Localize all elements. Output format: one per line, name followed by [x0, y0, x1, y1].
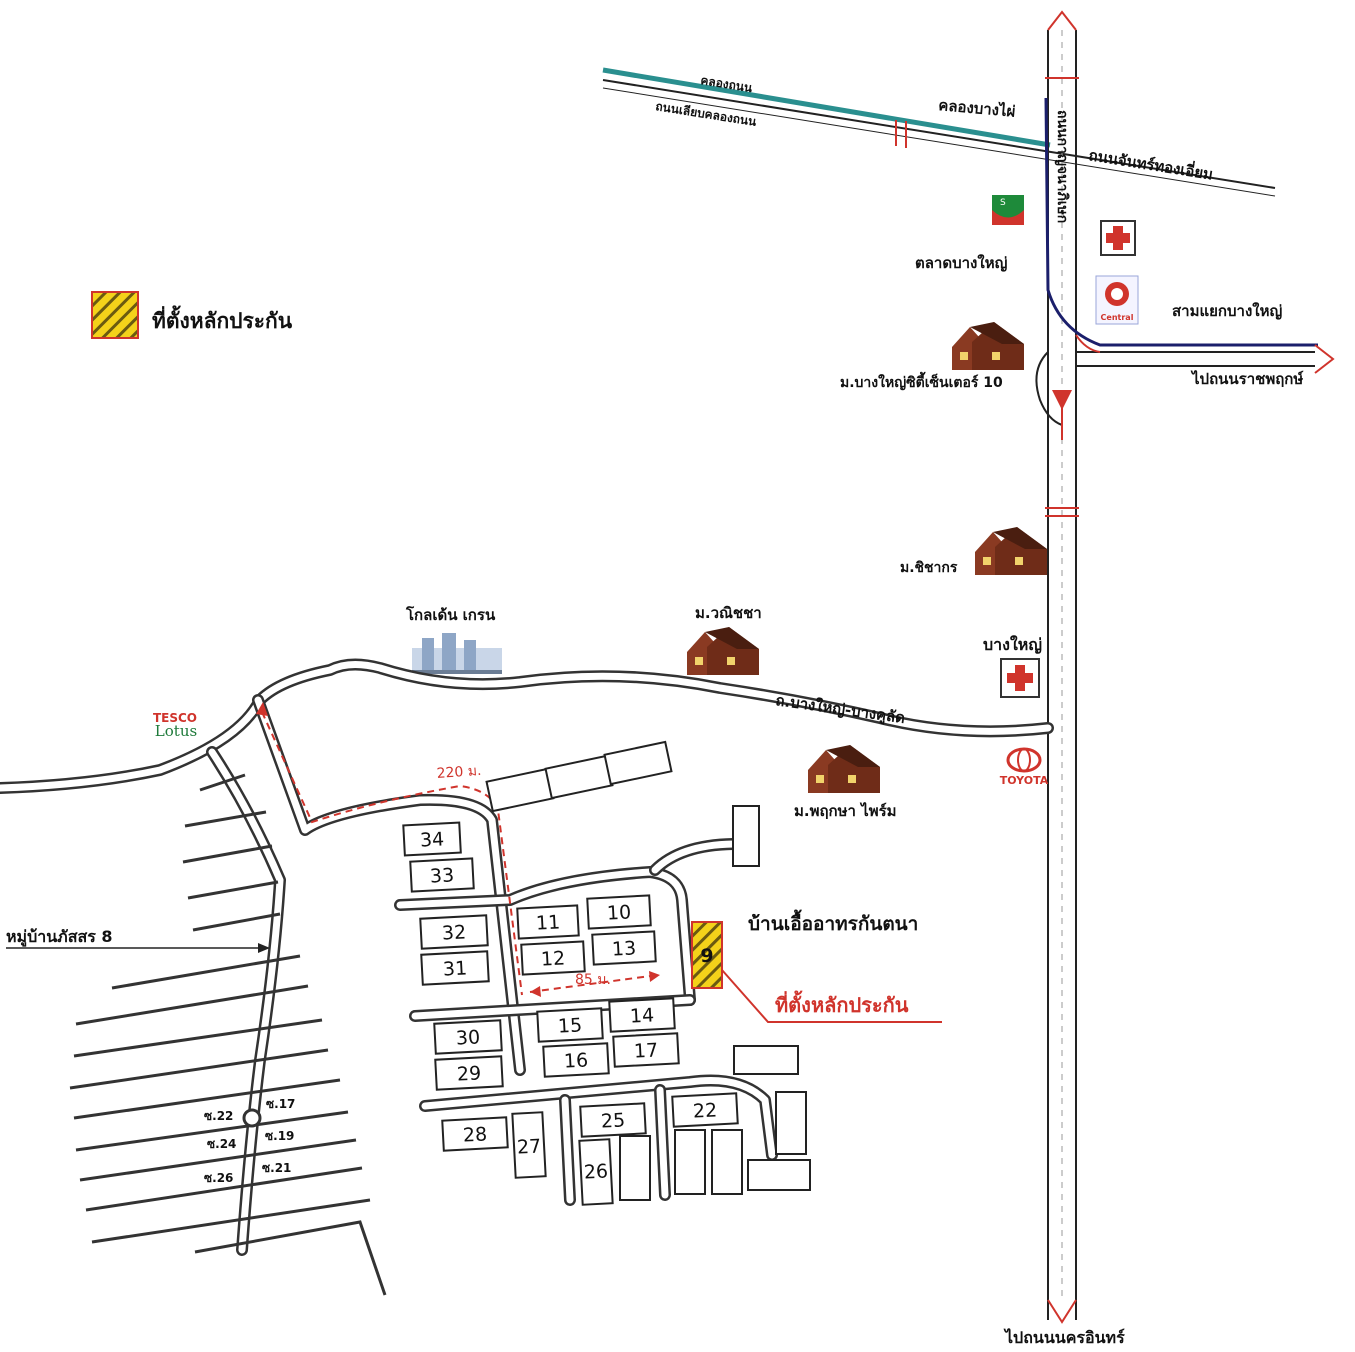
- svg-text:14: 14: [629, 1004, 654, 1027]
- svg-text:15: 15: [557, 1014, 582, 1037]
- bangyai-label: บางใหญ่: [983, 635, 1042, 655]
- legend: ที่ตั้งหลักประกัน: [91, 291, 293, 339]
- lot-16: 16: [542, 1042, 610, 1078]
- collateral-pointer: [721, 969, 942, 1023]
- lot-34: 34: [402, 821, 462, 857]
- village-chicha-label: ม.ชิชากร: [900, 560, 958, 576]
- svg-text:26: 26: [583, 1160, 608, 1183]
- house-icon: [687, 627, 759, 675]
- lot-26: 26: [578, 1138, 614, 1206]
- lot-9-collateral: 9: [691, 921, 723, 989]
- village-wanicha-label: ม.วณิชชา: [695, 604, 762, 622]
- road-chan-label: ถนนจันทร์ทองเอี่ยม: [1087, 144, 1214, 183]
- canal: [602, 67, 1276, 197]
- road-kanchana-label: ถนนกาญจนาภิเษก: [1054, 110, 1070, 223]
- svg-text:9: 9: [700, 945, 713, 967]
- road-bangyai-bangkulad: [0, 658, 1054, 794]
- toyota-text: TOYOTA: [1000, 774, 1049, 787]
- lot-10: 10: [586, 894, 652, 930]
- to-ratchaphruek-label: ไปถนนราชพฤกษ์: [1190, 369, 1304, 388]
- lot-14: 14: [608, 997, 676, 1033]
- svg-text:28: 28: [462, 1123, 487, 1146]
- svg-text:25: 25: [600, 1109, 625, 1132]
- dist-220-label: 220 ม.: [436, 763, 482, 782]
- unlabeled-blocks: [485, 740, 811, 1201]
- svg-text:S: S: [1000, 198, 1006, 208]
- major-route-line: [1044, 97, 1318, 347]
- lot-11: 11: [516, 904, 580, 940]
- svg-text:27: 27: [516, 1135, 541, 1158]
- village-pruksa-label: ม.พฤกษา ไพร์ม: [794, 801, 897, 820]
- svg-text:30: 30: [455, 1026, 480, 1049]
- collateral-label: ที่ตั้งหลักประกัน: [775, 990, 909, 1017]
- canal-road-label: ถนนเลียบคลองถนน: [655, 99, 759, 129]
- svg-text:11: 11: [535, 911, 560, 934]
- soi-26: ซ.26: [204, 1171, 233, 1185]
- canal-name-label: คลองบางไผ่: [938, 95, 1017, 121]
- distance-path-220: [256, 702, 523, 996]
- svg-text:16: 16: [563, 1049, 588, 1072]
- svg-text:10: 10: [606, 901, 631, 924]
- lot-30: 30: [433, 1019, 503, 1055]
- phatsorn-road-grid: [69, 746, 387, 1296]
- legend-hatch-swatch: [91, 291, 139, 339]
- junction-label: สามแยกบางใหญ่: [1172, 302, 1282, 320]
- legend-label: ที่ตั้งหลักประกัน: [152, 305, 293, 333]
- lotus-text: Lotus: [155, 722, 197, 740]
- village-city-label: ม.บางใหญ่ซิตี้เซ็นเตอร์ 10: [840, 371, 1003, 391]
- svg-text:29: 29: [456, 1062, 481, 1085]
- house-icon: [952, 322, 1024, 370]
- central-text: Central: [1101, 313, 1134, 322]
- lot-33: 33: [409, 857, 475, 893]
- dist-85-label: 85 ม.: [575, 972, 611, 988]
- market-label: ตลาดบางใหญ่: [915, 254, 1008, 272]
- lot-31: 31: [420, 950, 490, 986]
- svg-text:13: 13: [611, 937, 636, 960]
- soi-19: ซ.19: [265, 1129, 294, 1143]
- lot-27: 27: [511, 1111, 547, 1179]
- lot-17: 17: [612, 1032, 680, 1068]
- house-icon: [808, 745, 880, 793]
- market-icon: S: [992, 195, 1024, 225]
- tesco-lotus-logo: TESCO Lotus: [153, 711, 197, 740]
- lot-29: 29: [434, 1055, 504, 1091]
- lot-13: 13: [591, 930, 657, 966]
- toyota-icon: TOYOTA: [1000, 747, 1049, 787]
- soi-22: ซ.22: [204, 1109, 233, 1123]
- hospital-icon: [1100, 220, 1136, 256]
- lot-15: 15: [536, 1007, 604, 1043]
- soi-21: ซ.21: [262, 1161, 291, 1175]
- to-nakhon-label: ไปถนนนครอินทร์: [1003, 1328, 1125, 1347]
- soi-24: ซ.24: [207, 1137, 236, 1151]
- lot-12: 12: [520, 940, 586, 976]
- svg-text:12: 12: [540, 947, 565, 970]
- svg-text:34: 34: [419, 828, 444, 851]
- village-phatsorn-label: หมู่บ้านภัสสร 8: [6, 927, 113, 948]
- soi-17: ซ.17: [266, 1097, 295, 1111]
- svg-text:17: 17: [633, 1039, 658, 1062]
- tesco-text: TESCO: [153, 711, 197, 725]
- svg-text:31: 31: [442, 957, 467, 980]
- svg-text:22: 22: [692, 1099, 717, 1122]
- lot-32: 32: [419, 914, 489, 950]
- lot-28: 28: [441, 1116, 509, 1152]
- lot-22: 22: [671, 1092, 739, 1128]
- lot-25: 25: [579, 1102, 647, 1138]
- junction-branch: [1035, 334, 1335, 440]
- house-icon: [975, 527, 1047, 575]
- golden-grain-label: โกลเด้น เกรน: [405, 605, 496, 624]
- road-bangyai-label: ถ.บางใหญ่-บางคูลัด: [774, 691, 906, 728]
- golden-grain-icon: [412, 633, 502, 674]
- distance-path-85: [529, 971, 660, 997]
- estate-label: บ้านเอื้ออาทรกันตนา: [748, 909, 918, 935]
- hospital-icon: [1000, 658, 1040, 698]
- central-icon: Central: [1095, 275, 1139, 325]
- svg-text:33: 33: [429, 864, 454, 887]
- svg-text:32: 32: [441, 921, 466, 944]
